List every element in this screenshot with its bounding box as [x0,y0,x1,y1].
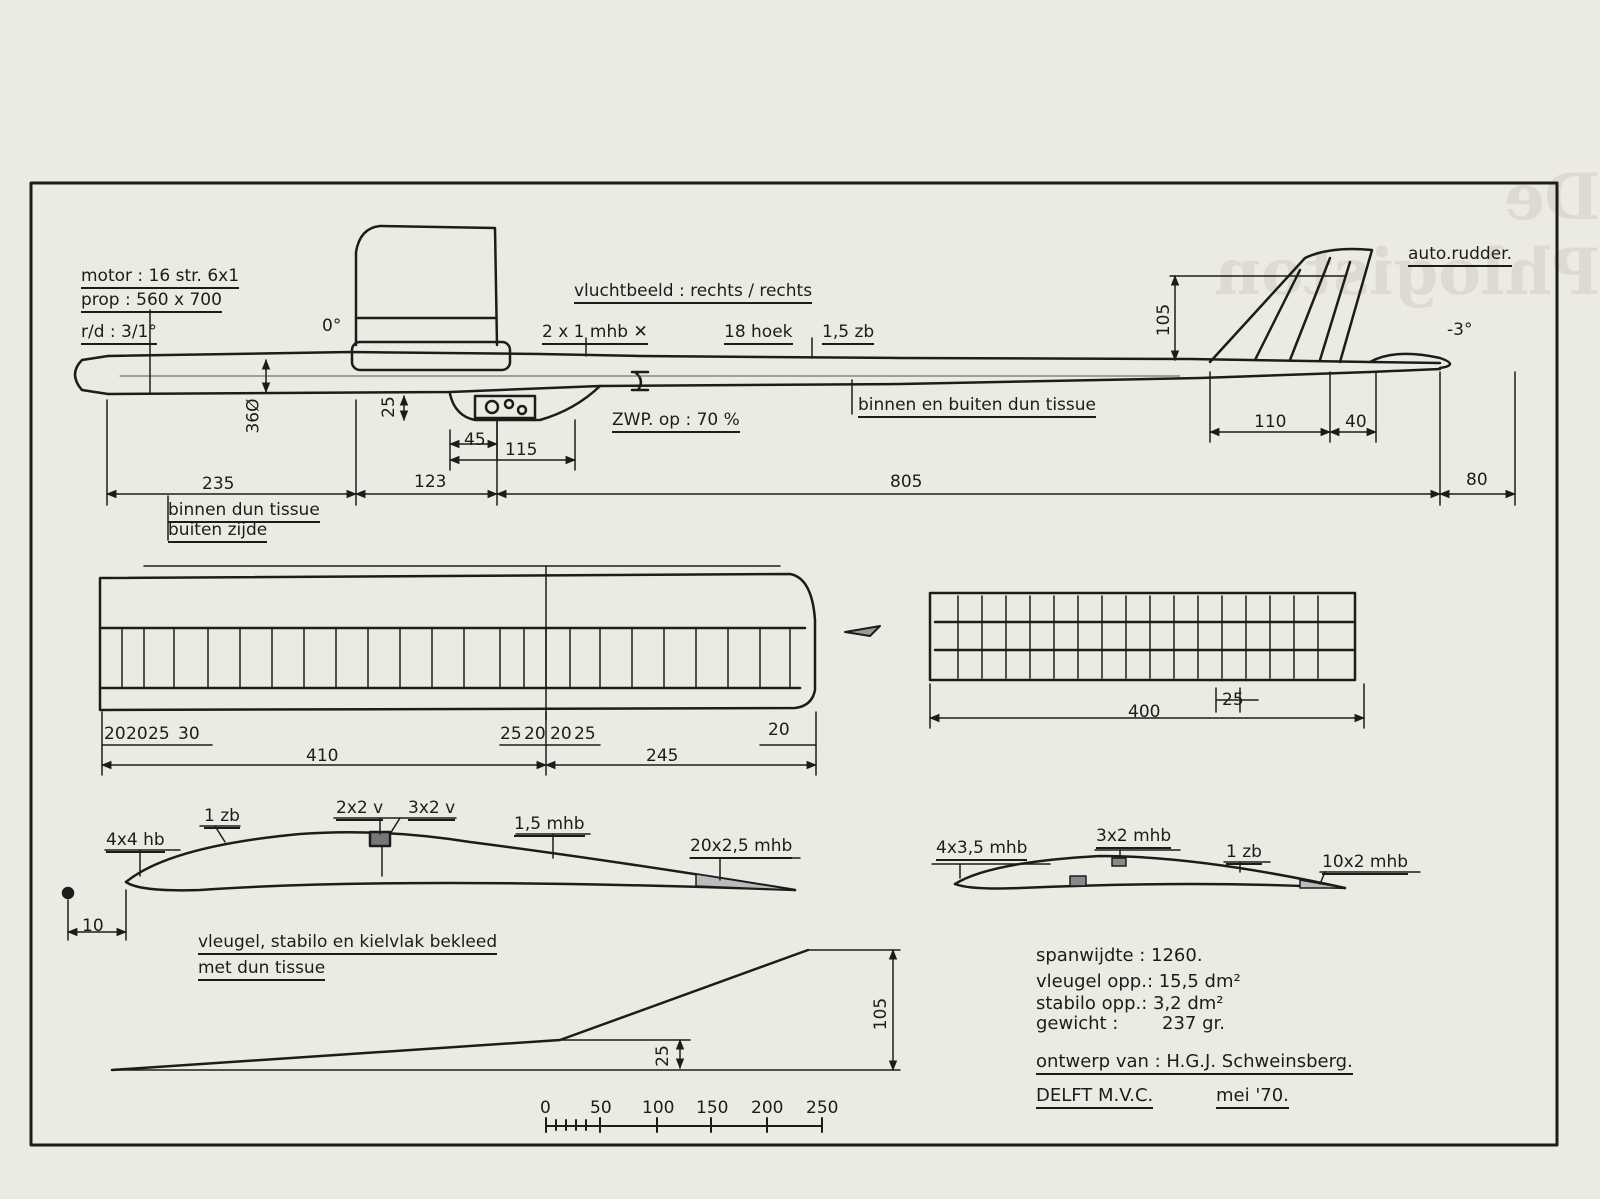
side-view-dimension-lines [105,274,1517,540]
nose-covering-label-1: binnen dun tissue [168,500,320,523]
wing-plan-dimension-lines [100,712,818,775]
dim-tip-20: 20 [768,720,790,740]
stab-plan-view [930,593,1355,680]
stab-ribs [958,596,1318,678]
dim-123: 123 [414,472,447,492]
cross-mark-icon: ✕ [633,322,648,342]
dim-fuselage-dia: 36Ø [243,398,264,434]
dim-fin-height: 105 [1154,303,1175,337]
dim-235: 235 [202,474,235,494]
scale-tick-200: 200 [751,1098,784,1118]
span-value: spanwijdte : 1260. [1036,945,1203,966]
auto-rudder-label: auto.rudder. [1408,244,1513,267]
dim-dihedral-105: 105 [871,997,892,1031]
dim-rib-20a: 20 [104,724,126,744]
dim-rib-25c: 25 [574,724,596,744]
dim-stab-rib-25: 25 [1222,690,1244,710]
scale-tick-50: 50 [590,1098,612,1118]
scale-tick-0: 0 [540,1098,551,1118]
wing-airfoil-section [63,832,795,898]
motor-spec: motor : 16 str. 6x1 [81,266,240,289]
stab-area-value: stabilo opp.: 3,2 dm² [1036,993,1224,1014]
dim-110: 110 [1254,412,1287,432]
rd-spec: r/d : 3/1° [81,322,157,345]
tail-incidence-label: -3° [1447,320,1473,340]
dim-10: 10 [82,916,104,936]
weight-label: gewicht : [1036,1013,1119,1034]
dim-80: 80 [1466,470,1488,490]
scale-tick-250: 250 [806,1098,839,1118]
prop-spec: prop : 560 x 700 [81,290,222,313]
dim-805: 805 [890,472,923,492]
flight-pattern-label: vluchtbeeld : rechts / rechts [574,281,813,304]
wing-incidence-label: 0° [322,316,342,336]
tip-section-sketch [845,626,880,636]
dim-40: 40 [1345,412,1367,432]
stab-airfoil-section [955,856,1345,889]
dim-rib-20d: 20 [550,724,572,744]
spar-3x2-label: 3x2 v [408,798,456,821]
fuselage-side-view [75,226,1450,420]
scale-tick-150: 150 [696,1098,729,1118]
stab-te-label: 10x2 mhb [1322,852,1409,875]
dihedral-diagram [112,950,900,1070]
dim-115: 115 [505,440,538,460]
dim-400: 400 [1128,702,1161,722]
drawing-date: mei '70. [1216,1086,1289,1109]
drawing-frame [31,183,1557,1145]
scale-tick-100: 100 [642,1098,675,1118]
dim-rib-25b: 25 [500,724,522,744]
stab-le-label: 4x3,5 mhb [936,838,1028,861]
covering-note-1: vleugel, stabilo en kielvlak bekleed [198,932,498,955]
le-spar-label: 4x4 hb [106,830,165,853]
te-label: 20x2,5 mhb [690,836,793,859]
spar-15zb-label: 1,5 zb [822,322,875,345]
spar-2x1-label: 2 x 1 mhb ✕ [542,322,648,345]
wing-area-value: vleugel opp.: 15,5 dm² [1036,971,1241,992]
top-spar-label: 1 zb [204,806,240,829]
club-name: DELFT M.V.C. [1036,1086,1154,1109]
weight-value: 237 gr. [1162,1013,1225,1034]
dim-rib-20c: 20 [524,724,546,744]
dim-pylon-height: 25 [378,396,399,418]
fuselage-covering-label: binnen en buiten dun tissue [858,395,1097,418]
dim-45: 45 [464,430,486,450]
cg-label: ZWP. op : 70 % [612,410,740,433]
spar-18-label: 18 hoek [724,322,793,345]
stab-spar-label: 3x2 mhb [1096,826,1172,849]
dim-dihedral-25: 25 [652,1045,673,1067]
stab-plan-dimension-lines [928,684,1366,728]
designer-credit: ontwerp van : H.G.J. Schweinsberg. [1036,1052,1353,1075]
scale-bar [546,1118,822,1132]
dim-rib-20b: 20 [126,724,148,744]
nose-covering-label-2: buiten zijde [168,520,268,543]
wing-plan-view [100,566,815,720]
dim-rib-25a: 25 [148,724,170,744]
stab-top-label: 1 zb [1226,842,1262,865]
rib-spar-label: 1,5 mhb [514,814,585,837]
spar-2x2-label: 2x2 v [336,798,384,821]
dim-410: 410 [306,746,339,766]
wing-ribs [122,628,790,688]
dim-245: 245 [646,746,679,766]
dim-rib-30: 30 [178,724,200,744]
covering-note-2: met dun tissue [198,958,326,981]
